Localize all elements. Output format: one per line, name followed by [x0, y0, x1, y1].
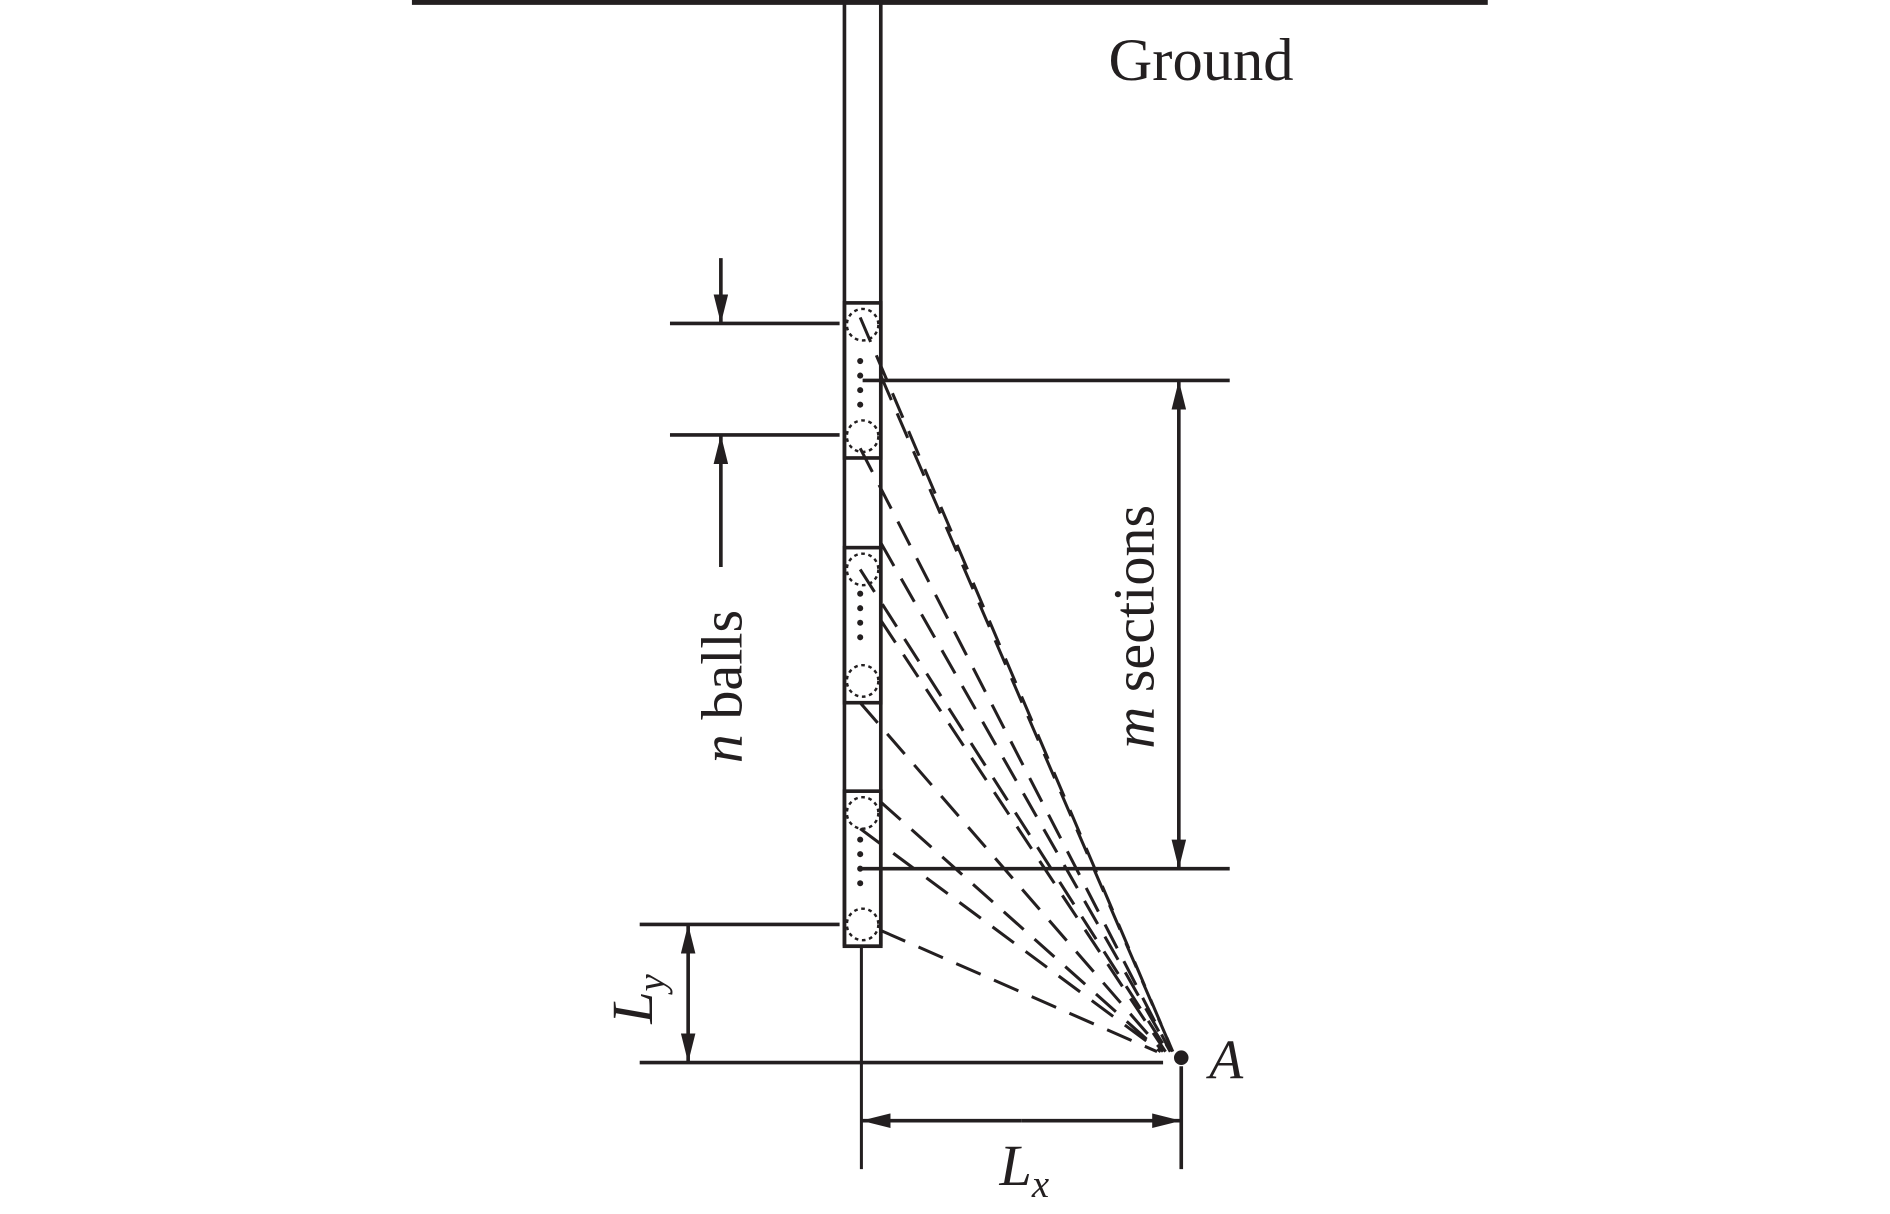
point-a-marker	[1173, 1050, 1189, 1065]
borehole-pipe	[842, 0, 883, 1170]
lx-label: Lx	[999, 1133, 1050, 1206]
ly-dimension	[639, 922, 1164, 1065]
n-balls-dimension	[669, 258, 840, 568]
ground-label: Ground	[1109, 27, 1294, 94]
ball-dots	[857, 358, 864, 887]
sight-lines	[858, 316, 1175, 1054]
m-sections-label: m sections	[1101, 505, 1166, 749]
ly-label: Ly	[600, 973, 673, 1024]
point-a-label: A	[1205, 1029, 1244, 1091]
lx-dimension	[861, 1066, 1184, 1170]
m-sections-dimension	[862, 378, 1230, 871]
n-balls-label: n balls	[689, 610, 754, 763]
